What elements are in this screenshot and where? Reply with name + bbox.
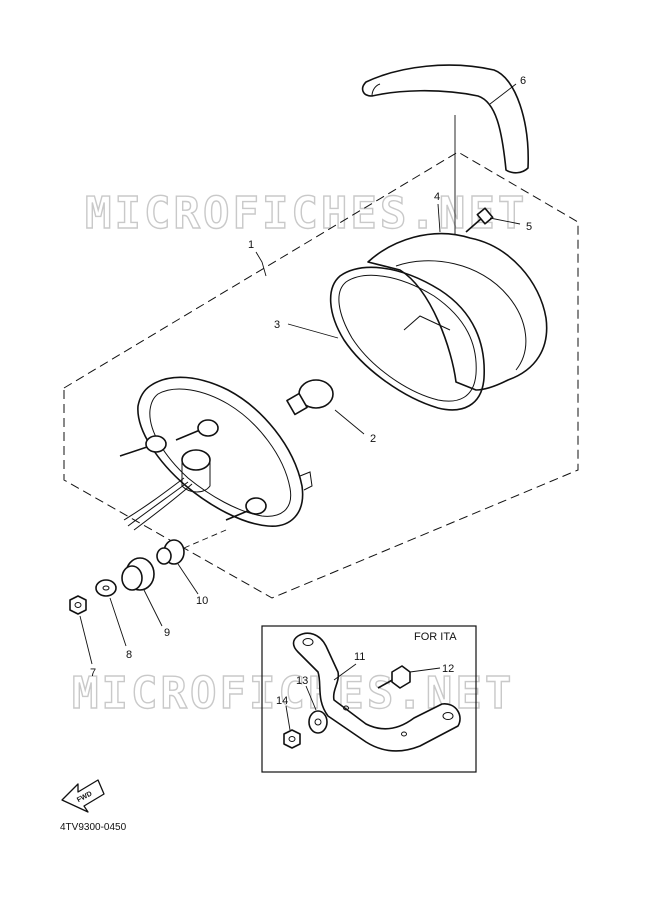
part-2-bulb	[286, 379, 334, 416]
leader-9	[143, 589, 163, 627]
leader-6	[489, 83, 517, 105]
part-12-bolt	[377, 665, 411, 689]
leader-7	[79, 615, 93, 665]
part-4-lens	[367, 232, 548, 391]
callout-2: 2	[370, 433, 376, 445]
callout-7: 7	[90, 667, 96, 679]
callout-1: 1	[248, 239, 254, 251]
leader-14	[285, 705, 291, 731]
part-3-gasket	[329, 266, 485, 411]
fwd-arrow-icon: FWD	[61, 779, 105, 813]
part-7-nut	[69, 595, 87, 615]
taillight-housing	[119, 376, 313, 531]
callout-11: 11	[354, 651, 365, 663]
callout-14: 14	[276, 695, 288, 707]
callout-3: 3	[274, 319, 280, 331]
watermark-top: MICROFICHES.NET	[85, 188, 527, 239]
callout-4: 4	[434, 191, 440, 203]
part-5-screw	[465, 207, 494, 233]
part-8-washer	[95, 579, 117, 597]
leader-axis-10	[183, 529, 227, 549]
leader-4	[437, 203, 441, 233]
part-9-grommet	[121, 557, 155, 591]
part-11-bracket	[292, 632, 461, 752]
callout-13: 13	[296, 675, 308, 687]
leader-2	[334, 409, 365, 435]
leader-13	[305, 685, 317, 711]
drawing-reference: 4TV9300-0450	[60, 822, 127, 833]
callout-8: 8	[126, 649, 132, 661]
part-10-spacer	[156, 539, 185, 565]
callout-6: 6	[520, 75, 526, 87]
callout-5: 5	[526, 221, 532, 233]
leader-10	[177, 563, 199, 595]
leader-1	[255, 251, 267, 277]
part-14-nut	[283, 729, 301, 749]
leader-12	[409, 667, 441, 673]
leader-5	[489, 217, 521, 225]
part-6-cover-strip	[361, 64, 529, 174]
leader-11	[333, 663, 357, 681]
leader-3	[287, 323, 339, 339]
callout-12: 12	[442, 663, 454, 675]
leader-8	[109, 597, 127, 647]
inset-box-for-ita	[261, 625, 477, 773]
part-13-washer	[308, 710, 328, 734]
assembly-boundary-dashed	[63, 151, 579, 599]
callout-10: 10	[196, 595, 208, 607]
callout-9: 9	[164, 627, 170, 639]
inset-label: FOR ITA	[414, 631, 457, 643]
